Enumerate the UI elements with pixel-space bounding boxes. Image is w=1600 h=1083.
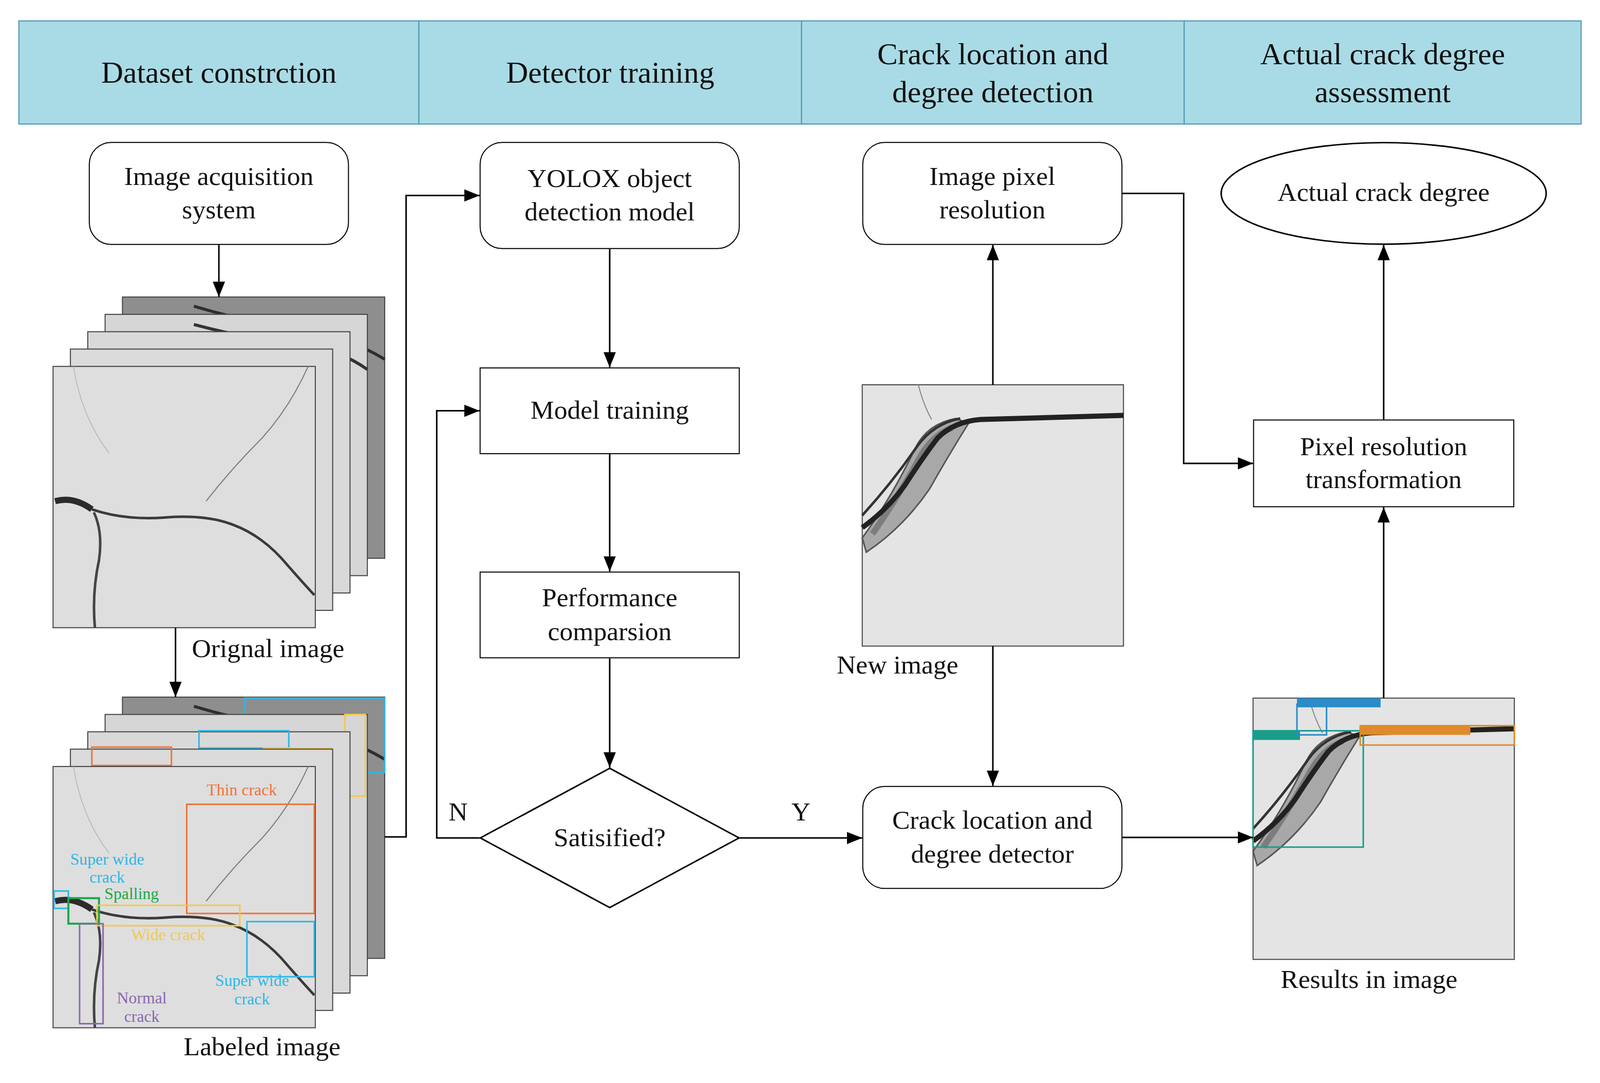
node-label: Actual crack degree — [1277, 176, 1490, 211]
labeled-image-stack — [186, 803, 315, 914]
labeled-image-stack — [91, 746, 172, 766]
flow-arrow — [218, 245, 220, 297]
decision-diamond: Satisified? — [479, 767, 741, 909]
node-label: Actual crack degree assessment — [1215, 34, 1551, 111]
diamond-outline — [480, 767, 740, 908]
result-image — [1253, 698, 1515, 960]
process-box: YOLOX object detection model — [479, 141, 741, 250]
node-label: Crack location and degree detector — [873, 803, 1112, 871]
image-panel: Results in image — [1253, 698, 1515, 960]
process-box: Pixel resolution transformation — [1253, 419, 1515, 507]
image-panel: Orignal image — [52, 296, 385, 628]
result-image — [1253, 698, 1515, 960]
flow-arrow — [1382, 245, 1385, 420]
result-image — [1253, 730, 1364, 847]
flow-arrow — [436, 410, 480, 838]
result-image — [1296, 704, 1327, 736]
node-label: Pixel resolution transformation — [1264, 429, 1503, 497]
node-label: Crack location and degree detection — [832, 34, 1154, 111]
flow-arrow — [991, 646, 994, 786]
image-caption: Orignal image — [191, 632, 345, 667]
annotation-label: Super wide crack — [57, 850, 158, 888]
flow-arrow — [1382, 506, 1385, 698]
edge-label: Y — [791, 799, 811, 826]
process-box: Image pixel resolution — [862, 141, 1123, 246]
node-label: YOLOX object detection model — [491, 162, 729, 229]
header-band: Crack location and degree detection — [800, 20, 1185, 125]
header-band: Dataset constrction — [18, 20, 420, 125]
flow-arrow — [384, 195, 480, 837]
new-image — [862, 384, 1124, 647]
flow-arrow — [609, 657, 611, 768]
labeled-image-stack — [97, 905, 240, 926]
node-label: Performance comparsion — [491, 581, 729, 648]
labeled-image-stack — [53, 890, 69, 909]
node-label: Satisified? — [553, 821, 666, 855]
image-panel: New image — [862, 384, 1124, 647]
annotation-label: Normal crack — [103, 988, 181, 1027]
process-box: Model training — [479, 367, 741, 455]
labeled-image-stack — [52, 697, 385, 1028]
result-image — [1296, 698, 1381, 708]
labeled-image-stack — [198, 730, 289, 748]
flow-arrow — [609, 454, 611, 572]
header-band: Detector training — [418, 20, 803, 125]
image-caption: Labeled image — [183, 1030, 341, 1064]
ellipse-outline — [1220, 142, 1547, 245]
edge-label: N — [448, 799, 468, 826]
annotation-label: Spalling — [95, 884, 169, 904]
flow-arrow — [991, 245, 994, 385]
original-image-stack — [52, 366, 316, 628]
labeled-image-stack — [68, 897, 100, 924]
labeled-image-stack — [247, 921, 315, 977]
labeled-image-stack — [52, 766, 316, 1028]
node-label: Dataset constrction — [101, 53, 337, 92]
flow-arrow — [1122, 836, 1253, 839]
header-band: Actual crack degree assessment — [1183, 20, 1582, 125]
annotation-label: Wide crack — [119, 925, 218, 945]
node-label: Detector training — [505, 53, 714, 92]
annotation-label: Thin crack — [191, 780, 292, 800]
process-box: Crack location and degree detector — [862, 785, 1123, 890]
process-box: Image acquisition system — [88, 141, 350, 246]
image-caption: Results in image — [1280, 963, 1458, 997]
process-box: Performance comparsion — [479, 571, 741, 659]
annotation-label: Super wide crack — [201, 971, 303, 1009]
labeled-image-stack — [79, 923, 104, 1024]
terminal-ellipse: Actual crack degree — [1220, 141, 1548, 246]
result-image — [1253, 730, 1301, 740]
flow-arrow — [1122, 193, 1253, 463]
image-caption: New image — [836, 648, 959, 683]
original-image-stack — [52, 296, 385, 628]
node-label: Image pixel resolution — [873, 160, 1112, 227]
flow-arrow — [739, 837, 862, 839]
flow-arrow — [609, 249, 611, 368]
result-image — [1360, 725, 1515, 745]
flow-arrow — [174, 627, 177, 698]
result-image — [1360, 725, 1471, 735]
node-label: Image acquisition system — [100, 160, 338, 227]
new-image — [862, 384, 1124, 647]
node-label: Model training — [530, 393, 689, 428]
